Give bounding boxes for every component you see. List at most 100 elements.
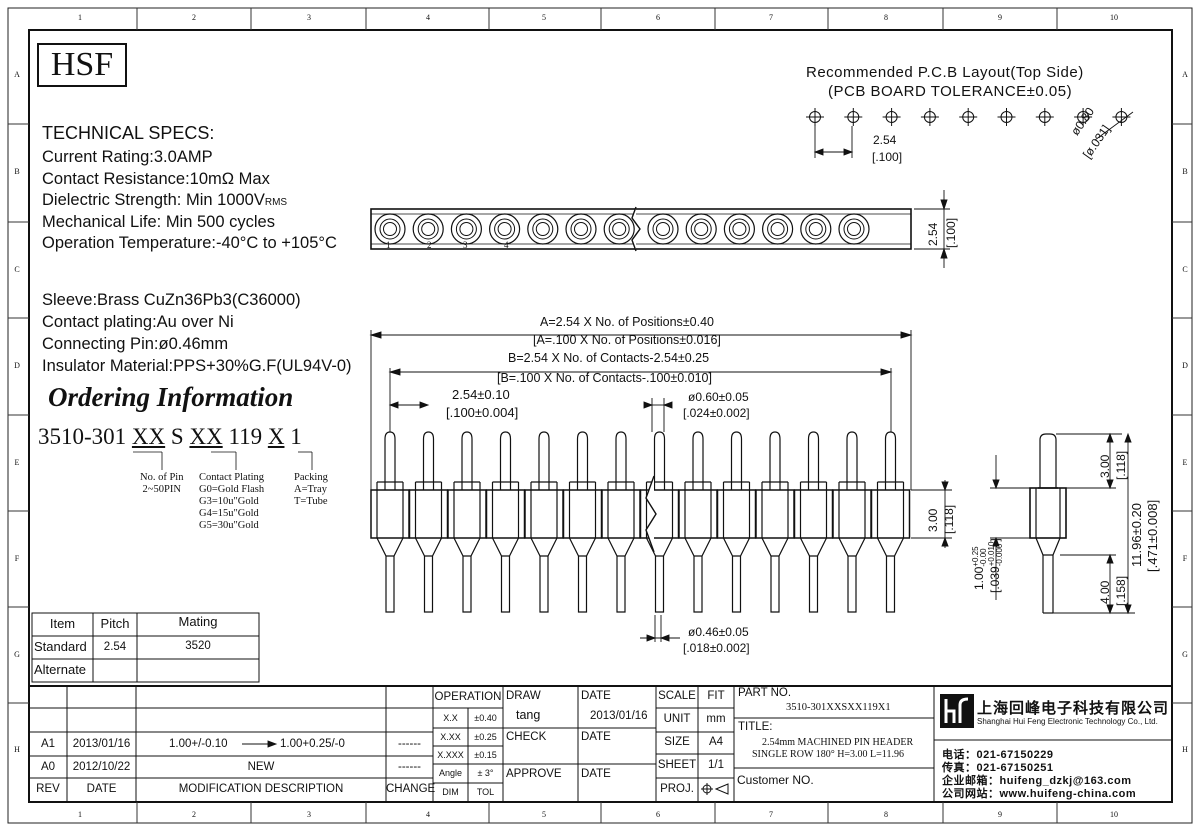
zone-number-bottom-2: 2: [192, 810, 196, 819]
top-view-strip: [370, 206, 912, 252]
plating-legend-title: Contact Plating: [199, 472, 265, 483]
tol-dim-footer: DIM: [442, 787, 459, 797]
pin-tail: [885, 556, 896, 613]
mating-header-item: Item: [49, 616, 76, 631]
pin-top-post: [499, 431, 512, 490]
zone-letter-right-G: G: [1182, 650, 1188, 659]
plating-legend-g3: G3=10u"Gold: [199, 496, 259, 507]
zone-number-top-6: 6: [656, 13, 660, 22]
rev-a0-desc: NEW: [247, 761, 275, 773]
check-label: CHECK: [506, 731, 547, 743]
zone-letter-left-H: H: [14, 745, 20, 754]
tol-xx-value: ±0.25: [474, 732, 497, 742]
sleeve-taper: [414, 537, 443, 557]
top-ring-outer: [723, 213, 756, 245]
packing-legend-tube: T=Tube: [294, 496, 328, 507]
modification-header: MODIFICATION DESCRIPTION: [178, 783, 344, 795]
packing-legend-tray: A=Tray: [294, 484, 327, 495]
front-pin: [485, 431, 526, 613]
zone-letter-left-F: F: [14, 554, 20, 563]
sheet-label: SHEET: [657, 759, 697, 771]
top-ring-inner: [417, 218, 439, 240]
zone-letter-right-B: B: [1182, 167, 1188, 176]
draw-date-label: DATE: [581, 690, 611, 702]
code-packing: X: [267, 424, 285, 449]
pin-top-post: [576, 431, 589, 490]
spec-mech-life: Mechanical Life: Min 500 cycles: [42, 213, 275, 231]
pin-top-post: [653, 431, 666, 490]
mating-header-mating: Mating: [178, 614, 218, 629]
top-width-mm: 2.54: [926, 222, 940, 246]
tol-xx-label: X.XX: [440, 732, 461, 742]
proj-label: PROJ.: [660, 783, 694, 795]
top-ring-hole: [459, 222, 474, 236]
rev-a1-to: 1.00+0.25/-0: [280, 738, 345, 750]
pin-top-post: [615, 431, 627, 490]
pin-number-2: 2: [427, 240, 432, 250]
plating-legend-g4: G4=15u"Gold: [199, 508, 259, 519]
top-ring-inner: [570, 218, 592, 240]
pcb-pitch-in: [.100]: [872, 150, 903, 164]
sleeve-taper: [838, 537, 866, 557]
top-ring-hole: [694, 222, 709, 236]
top-ring-inner: [455, 218, 477, 240]
scale-value: FIT: [707, 690, 725, 702]
front-pin: [408, 431, 449, 613]
pin-number-4: 4: [504, 240, 509, 250]
dim-a-inch: [A=.100 X No. of Positions±0.016]: [533, 333, 721, 347]
top-ring-hole: [847, 222, 861, 236]
zone-number-bottom-10: 10: [1110, 810, 1118, 819]
sleeve-taper: [645, 537, 674, 557]
pin-number-3: 3: [463, 240, 468, 250]
zone-number-bottom-5: 5: [542, 810, 546, 819]
specs-heading: TECHNICAL SPECS:: [42, 123, 215, 143]
company-name-cn: 上海回峰电子科技有限公司: [977, 700, 1170, 717]
top-ring-outer: [565, 213, 597, 245]
pin-tail: [654, 556, 665, 613]
front-pin: [370, 431, 410, 613]
zone-number-top-9: 9: [998, 13, 1002, 22]
front-view-dimensions: [369, 330, 952, 642]
plating-legend-g5: G5=30u"Gold: [199, 520, 259, 531]
front-view-pins: [370, 431, 911, 613]
dim-a: A=2.54 X No. of Positions±0.40: [540, 315, 714, 329]
sleeve-taper: [376, 537, 404, 557]
material-pin: Connecting Pin:ø0.46mm: [42, 335, 229, 353]
pin-top-diameter: ø0.60±0.05: [688, 390, 749, 404]
top-ring-hole: [732, 222, 747, 236]
company-tel: 电话：021-67150229: [942, 749, 1054, 761]
top-ring-outer: [838, 213, 870, 245]
zone-letter-right-A: A: [1182, 70, 1188, 79]
pcb-hole-row: [806, 108, 1131, 126]
top-ring-outer: [489, 213, 521, 245]
customer-no-label: Customer NO.: [737, 773, 814, 787]
pin-tail: [462, 556, 472, 613]
draw-date: 2013/01/16: [590, 710, 648, 722]
pin-bottom-diameter: ø0.46±0.05: [688, 625, 749, 639]
zone-letter-right-C: C: [1182, 265, 1188, 274]
top-ring-hole: [535, 222, 550, 236]
pin-bottom-diameter-inch: [.018±0.002]: [683, 641, 750, 655]
spec-temperature: Operation Temperature:-40°C to +105°C: [42, 234, 337, 252]
pcb-pitch-mm: 2.54: [873, 133, 897, 147]
top-ring-inner: [494, 218, 516, 240]
top-ring-outer: [412, 213, 444, 245]
rev-a0-date: 2012/10/22: [72, 761, 131, 773]
pin-tail: [731, 556, 742, 613]
zone-letter-right-D: D: [1182, 361, 1188, 370]
material-sleeve: Sleeve:Brass CuZn36Pb3(C36000): [42, 291, 301, 309]
pin-top-post: [422, 431, 435, 490]
top-ring-outer: [647, 213, 679, 245]
pin-top-post: [461, 431, 473, 490]
sleeve-taper: [607, 537, 635, 557]
sheet-value: 1/1: [708, 759, 724, 771]
code-suffix: 1: [284, 424, 302, 449]
zone-number-bottom-1: 1: [78, 810, 82, 819]
rev-header: REV: [36, 783, 60, 795]
ordering-leaders: [133, 451, 313, 470]
pin-top-post: [692, 431, 704, 490]
zone-letter-right-E: E: [1182, 458, 1188, 467]
tol-angle-label: Angle: [438, 768, 463, 778]
spec-resistance: Contact Resistance:10mΩ Max: [42, 170, 270, 188]
